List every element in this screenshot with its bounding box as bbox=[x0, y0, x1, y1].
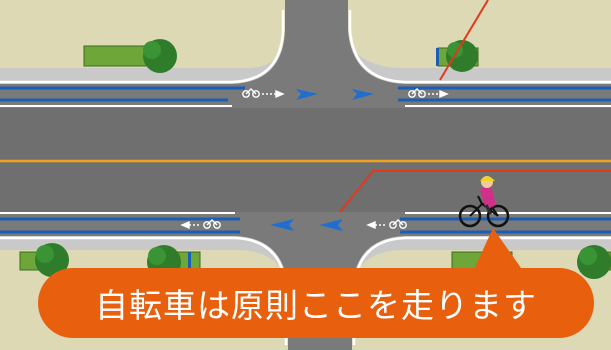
bicycle-lane-marking-icon bbox=[180, 219, 221, 230]
direction-arrow-icon bbox=[296, 89, 318, 100]
sign-post bbox=[436, 48, 439, 66]
pointer-line-top bbox=[439, 0, 489, 81]
callout-pointer bbox=[470, 228, 528, 278]
tree-icon bbox=[446, 40, 478, 72]
callout-text: 自転車は原則ここを走ります bbox=[95, 286, 537, 325]
direction-arrow-icon bbox=[352, 89, 374, 100]
direction-arrow-icon bbox=[319, 219, 343, 231]
bicycle-lane-marking-icon bbox=[242, 88, 285, 99]
bicycle-lane-marking-icon bbox=[366, 219, 407, 230]
curb-line-top-left bbox=[0, 10, 285, 84]
bicycle-lane-marking-icon bbox=[408, 88, 449, 99]
tree-icon bbox=[143, 39, 177, 73]
tree-icon bbox=[577, 245, 611, 279]
cyclist-icon bbox=[458, 176, 510, 228]
sign-post bbox=[188, 252, 191, 270]
callout-bubble bbox=[38, 268, 594, 338]
direction-arrow-icon bbox=[270, 219, 294, 231]
tree-icon bbox=[35, 243, 69, 277]
curb-line-top-right bbox=[348, 10, 611, 84]
pointer-line-right bbox=[339, 170, 611, 213]
